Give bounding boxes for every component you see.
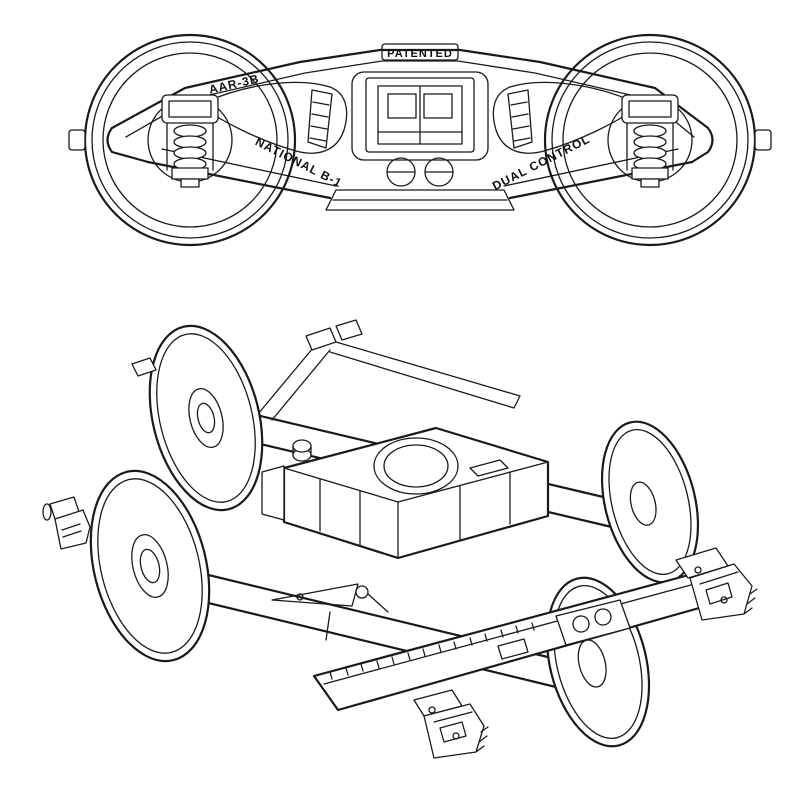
bolster-boss (292, 439, 312, 453)
side-elevation-view: PATENTED AAR-3B NATIONAL B-1 DUAL CONTRO… (68, 33, 772, 247)
left-brake-shoe (307, 89, 333, 149)
right-axle-end (754, 129, 772, 151)
frame-apex-tab (381, 43, 459, 61)
rear-right-journal-cap (675, 547, 758, 621)
center-bowl-hole (373, 437, 459, 495)
spring-window (555, 599, 631, 646)
right-brake-shoe (507, 89, 533, 149)
bolster (261, 426, 550, 560)
left-axle-end (68, 129, 86, 151)
bolster-end (351, 71, 489, 161)
brake-lever (271, 583, 389, 613)
spring-group (325, 157, 515, 211)
right-journal-assembly (621, 94, 679, 188)
isometric-view (42, 319, 758, 759)
side-bearing (469, 459, 509, 477)
front-right-journal-cap (413, 689, 489, 759)
label-aar-class: AAR-3B (208, 72, 261, 97)
left-journal-assembly (161, 94, 219, 188)
rear-left-journal-cap (131, 357, 157, 377)
coil-spring (594, 608, 612, 626)
rear-right-wheel (600, 420, 700, 584)
coil-spring (572, 615, 590, 633)
sideframe-serrations (329, 622, 535, 680)
front-left-wheel (89, 469, 211, 663)
left-frame-opening (205, 81, 348, 154)
near-sideframe (312, 570, 726, 712)
label-patented: PATENTED (387, 48, 453, 60)
rear-left-wheel (148, 324, 264, 512)
right-frame-opening (492, 81, 635, 154)
far-frame-detail (257, 319, 521, 421)
front-left-journal-cap (42, 496, 91, 550)
